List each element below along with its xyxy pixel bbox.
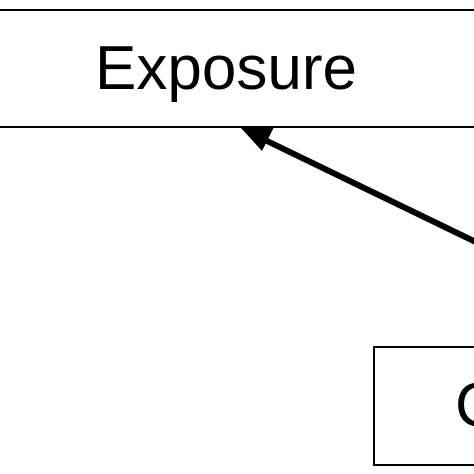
exposure-node-label: Exposure [95,33,357,103]
arrowhead-icon [241,127,274,151]
partial-node: C [373,346,474,466]
exposure-node: Exposure [0,9,474,128]
partial-node-label: C [455,375,474,437]
arrow-edge-line [260,135,474,245]
